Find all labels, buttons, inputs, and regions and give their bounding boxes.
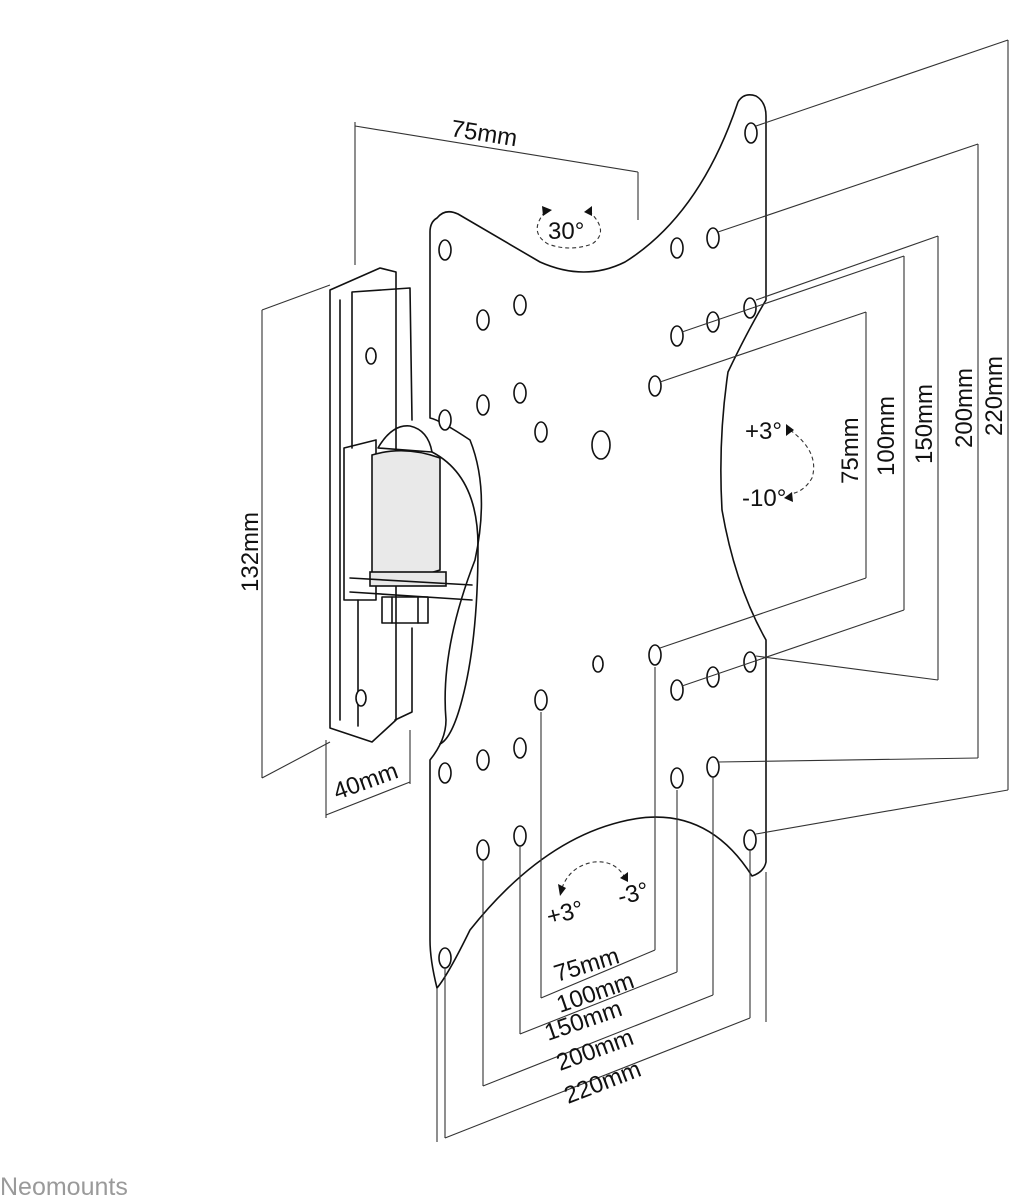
hinge-cap <box>377 425 433 453</box>
tilt-indicator: +3° -10° <box>742 418 815 512</box>
bracket-front-rail <box>351 287 413 727</box>
hole <box>743 829 757 851</box>
hole <box>438 239 452 261</box>
hole <box>743 297 757 319</box>
vesa-v-100: 100mm <box>873 396 900 476</box>
depth-dimension: 75mm <box>354 115 639 265</box>
hole <box>513 294 527 316</box>
hole <box>438 947 452 969</box>
hole <box>670 237 684 259</box>
tilt-down-label: -10° <box>742 485 786 512</box>
vesa-plate-outline <box>429 94 767 989</box>
hole <box>706 311 720 333</box>
wall-bracket <box>329 267 479 745</box>
bracket-height-dimension: 132mm <box>237 284 331 779</box>
vesa-vertical-dimensions: 75mm 100mm 150mm 200mm 220mm <box>659 39 1009 835</box>
center-hole-small <box>592 655 604 673</box>
vesa-v-150: 150mm <box>911 384 938 464</box>
plate-holes <box>438 122 758 969</box>
rotation-indicator: +3° -3° <box>544 861 652 931</box>
bracket-width-label: 40mm <box>330 757 402 805</box>
hole <box>476 394 490 416</box>
tilt-up-label: +3° <box>745 418 782 445</box>
vesa-horizontal-dimensions: 75mm 100mm 150mm 200mm 220mm <box>436 667 767 1142</box>
hole <box>670 767 684 789</box>
hole <box>706 227 720 249</box>
hole <box>513 825 527 847</box>
vesa-v-200: 200mm <box>951 368 978 448</box>
bracket-height-label: 132mm <box>237 512 264 592</box>
vesa-v-220: 220mm <box>981 356 1008 436</box>
hinge-cylinder <box>371 449 441 578</box>
hole <box>476 309 490 331</box>
hole <box>476 839 490 861</box>
hole <box>438 762 452 784</box>
hole <box>743 651 757 673</box>
hole <box>513 382 527 404</box>
swivel-indicator: 30° <box>536 206 602 249</box>
hole <box>648 375 662 397</box>
swivel-label: 30° <box>548 218 584 245</box>
hinge-arm-plate <box>431 451 479 745</box>
hole <box>438 409 452 431</box>
hinge-nut <box>381 596 429 624</box>
hole <box>706 756 720 778</box>
center-hole <box>591 430 611 460</box>
bracket-width-dimension: 40mm <box>325 730 411 818</box>
hole <box>476 749 490 771</box>
hole <box>670 325 684 347</box>
hole <box>534 421 548 443</box>
hole <box>670 679 684 701</box>
rotate-minus-label: -3° <box>615 877 652 911</box>
rotate-plus-label: +3° <box>544 896 586 931</box>
depth-label: 75mm <box>449 115 519 152</box>
vesa-v-75: 75mm <box>837 417 864 484</box>
brand-logo: Neomounts <box>0 1173 128 1200</box>
hole <box>744 122 758 144</box>
bracket-hole-bottom <box>355 689 367 707</box>
hole <box>513 737 527 759</box>
hole <box>534 689 548 711</box>
hinge-washer <box>369 571 447 587</box>
hole <box>648 644 662 666</box>
bracket-hole-top <box>365 347 377 365</box>
